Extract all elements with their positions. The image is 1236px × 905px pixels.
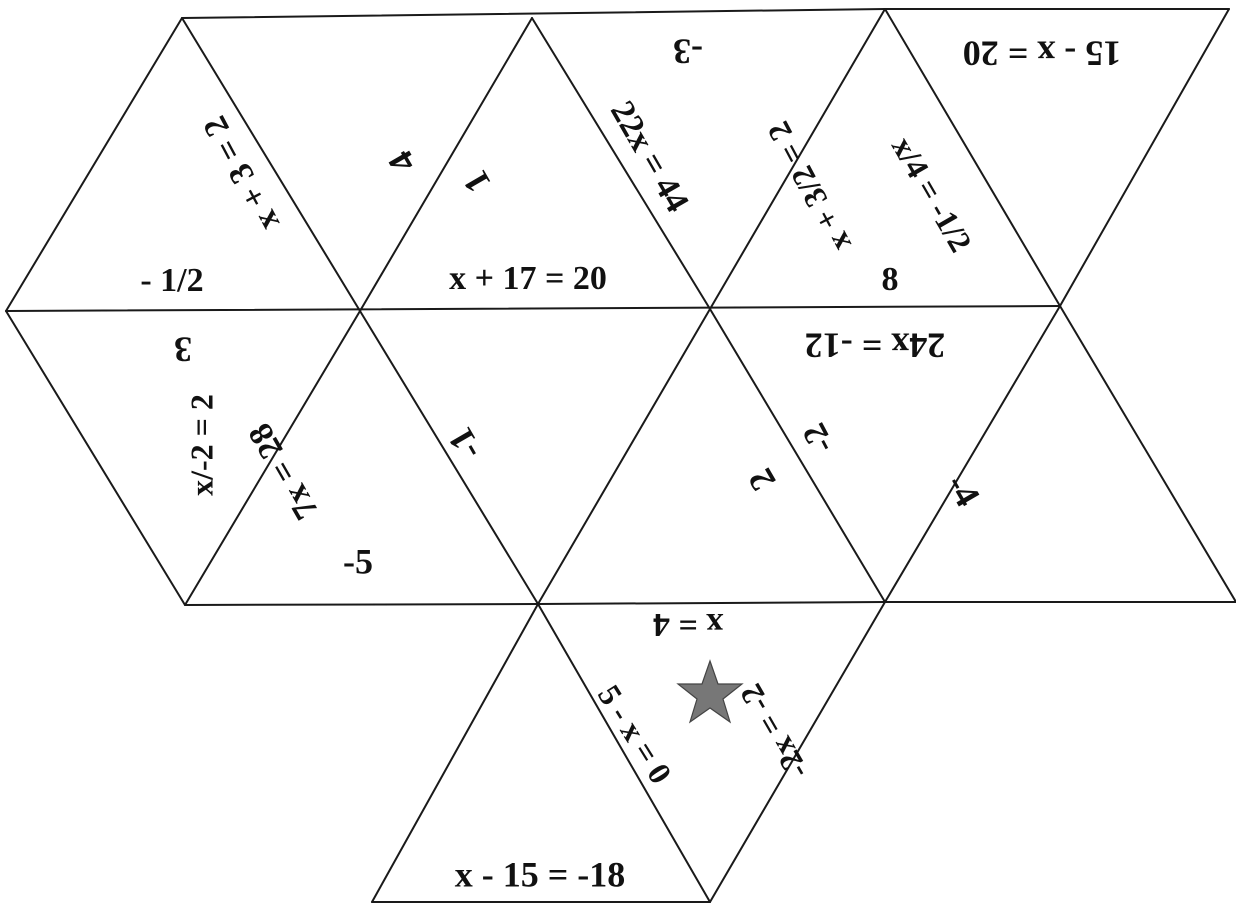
star-icon: [676, 659, 744, 724]
card-t4-answer: -3: [673, 32, 703, 72]
card-t1-equation: x + 3 = 2: [196, 110, 287, 237]
card-t10-answer: 2: [740, 462, 784, 498]
card-t8-answer: -5: [343, 541, 373, 581]
card-t14-equation: x - 15 = -18: [455, 854, 626, 894]
card-t1-answer: - 1/2: [140, 262, 203, 299]
card-t5-equation-right: x/4 = -1/2: [885, 130, 980, 258]
card-t13-equation-top: x = 4: [653, 606, 723, 643]
card-t3-answer: 1: [455, 164, 499, 200]
inner-grid-lines: [5, 8, 1061, 903]
card-t12-answer: -4: [938, 467, 988, 513]
card-t7-equation: x/-2 = 2: [183, 394, 219, 496]
card-t5-equation-left: x + 3/2 = 2: [760, 116, 858, 258]
card-t9-answer: -1: [440, 421, 490, 467]
card-t2-answer: 4: [380, 144, 424, 180]
outer-outline: [5, 8, 1236, 903]
card-t8-equation: 7x = 28: [242, 417, 326, 526]
card-t7-answer: 3: [174, 330, 192, 370]
card-t11-answer: -2: [796, 417, 842, 459]
card-t6-equation: 15 - x = 20: [963, 34, 1122, 74]
card-t13-equation-right: -2x = -2: [732, 678, 815, 786]
card-t3-equation-bottom: x + 17 = 20: [449, 260, 607, 297]
card-t11-equation: 24x = -12: [805, 326, 946, 366]
card-t5-answer: 8: [882, 261, 899, 298]
